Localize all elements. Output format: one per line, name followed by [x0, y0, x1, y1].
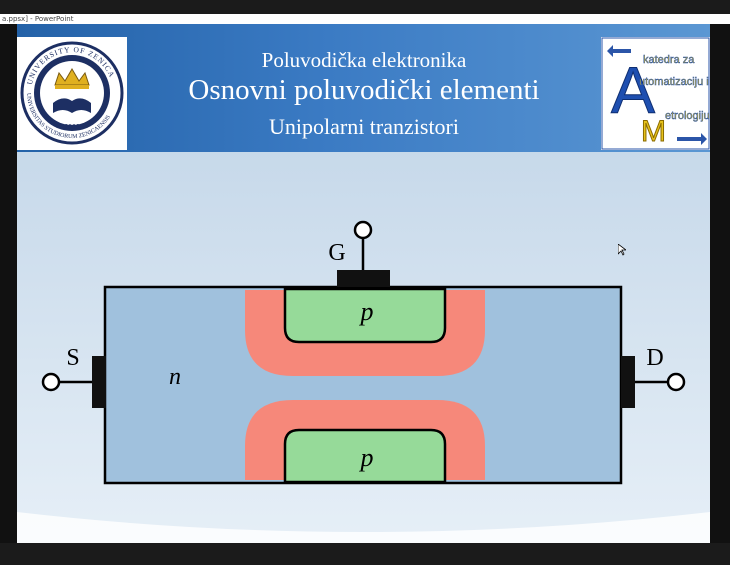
logo-letter-a: A [611, 53, 655, 127]
jfet-diagram: G S D n p p [17, 152, 710, 543]
department-logo: A M katedra za utomatizaciju i etrologij… [601, 37, 710, 150]
n-label: n [169, 364, 181, 390]
university-logo: 2000 UNIVERSITY OF ZENICA UNIVERSITAS ST… [17, 37, 127, 150]
gate-terminal [353, 220, 373, 240]
section-title: Unipolarni tranzistori [268, 114, 459, 139]
p-top-label: p [359, 297, 374, 326]
course-title: Poluvodička elektronika [261, 48, 467, 72]
logo-letter-m: M [641, 115, 666, 148]
logo-line3: etrologiju [665, 110, 710, 122]
window-title: a.ppsx] - PowerPoint [2, 15, 74, 23]
logo-year: 2000 [64, 124, 80, 131]
p-region-top [283, 287, 447, 344]
bottom-black-bar [0, 543, 730, 565]
gate-label: G [328, 240, 345, 266]
right-frame [710, 24, 730, 543]
source-label: S [66, 345, 79, 371]
chapter-title: Osnovni poluvodički elementi [188, 74, 540, 106]
logo-line2: utomatizaciju i [639, 76, 709, 88]
gate-contact [337, 270, 390, 287]
top-black-bar [0, 0, 730, 14]
logo-line1: katedra za [643, 54, 695, 66]
p-region-bottom [283, 428, 447, 484]
source-terminal [41, 372, 61, 392]
p-bottom-label: p [359, 443, 374, 472]
slide-header: 2000 UNIVERSITY OF ZENICA UNIVERSITAS ST… [17, 24, 710, 152]
mouse-cursor-icon [618, 244, 626, 256]
drain-label: D [646, 345, 663, 371]
source-contact [92, 356, 106, 408]
slide[interactable]: 2000 UNIVERSITY OF ZENICA UNIVERSITAS ST… [17, 24, 710, 543]
window-title-bar: a.ppsx] - PowerPoint [0, 14, 730, 24]
drain-contact [621, 356, 635, 408]
drain-terminal [666, 372, 686, 392]
